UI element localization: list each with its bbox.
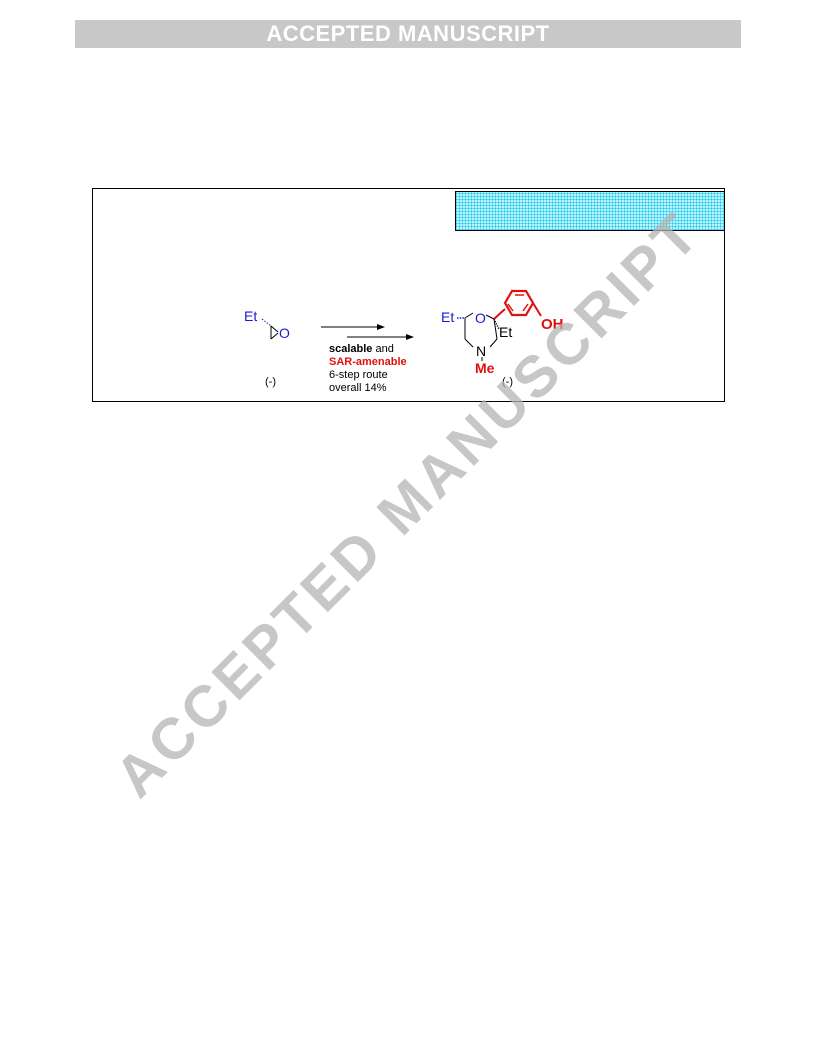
- ring-bond: [493, 318, 498, 340]
- product-rotation-label: (-): [502, 376, 513, 388]
- hydroxyl-label: OH: [541, 316, 564, 333]
- arrow-head: [377, 324, 385, 330]
- ring-bond: [464, 338, 474, 348]
- phenol-ring: [503, 289, 535, 317]
- epoxide-structure: Et O (-): [244, 308, 290, 388]
- product-structure: Et O N Me Et OH (-): [441, 289, 564, 388]
- product-left-ethyl-label: Et: [441, 309, 454, 325]
- product-right-ethyl-label: Et: [499, 324, 512, 340]
- n-methyl-label: Me: [475, 360, 495, 376]
- reaction-conditions: scalable and SAR-amenable 6-step route o…: [329, 343, 407, 395]
- scalable-text: scalable: [329, 343, 373, 355]
- hydroxyl-bond: [532, 302, 542, 317]
- ring-bond: [464, 312, 474, 319]
- ring-bond: [485, 314, 495, 320]
- epoxide-hashed-bond: [261, 318, 272, 327]
- epoxide-ring-bond: [270, 332, 279, 340]
- route-steps-text: 6-step route: [329, 369, 388, 381]
- product-hashed-bond: [493, 318, 500, 330]
- phenol-double-bond: [507, 303, 514, 312]
- epoxide-ring-bond: [270, 325, 279, 333]
- ring-bond: [489, 338, 498, 348]
- conditions-line-1: scalable and: [329, 343, 407, 356]
- overall-yield-text: overall 14%: [329, 382, 387, 394]
- epoxide-oxygen-label: O: [279, 325, 290, 341]
- ring-oxygen-label: O: [475, 310, 486, 326]
- arrow-head: [406, 334, 414, 340]
- reaction-scheme: Et O (-) Et O N Me: [244, 289, 564, 388]
- reaction-arrows: [321, 324, 414, 340]
- graphical-abstract: Et O (-) Et O N Me: [92, 188, 725, 402]
- epoxide-ethyl-label: Et: [244, 308, 257, 324]
- phenol-double-bond: [522, 303, 529, 312]
- aryl-bond: [493, 308, 506, 320]
- and-text: and: [372, 343, 394, 355]
- start-rotation-label: (-): [265, 376, 276, 388]
- ring-nitrogen-label: N: [476, 343, 486, 359]
- accepted-manuscript-banner: ACCEPTED MANUSCRIPT: [75, 20, 741, 48]
- sar-amenable-text: SAR-amenable: [329, 356, 407, 368]
- hatched-header-box: [455, 191, 725, 231]
